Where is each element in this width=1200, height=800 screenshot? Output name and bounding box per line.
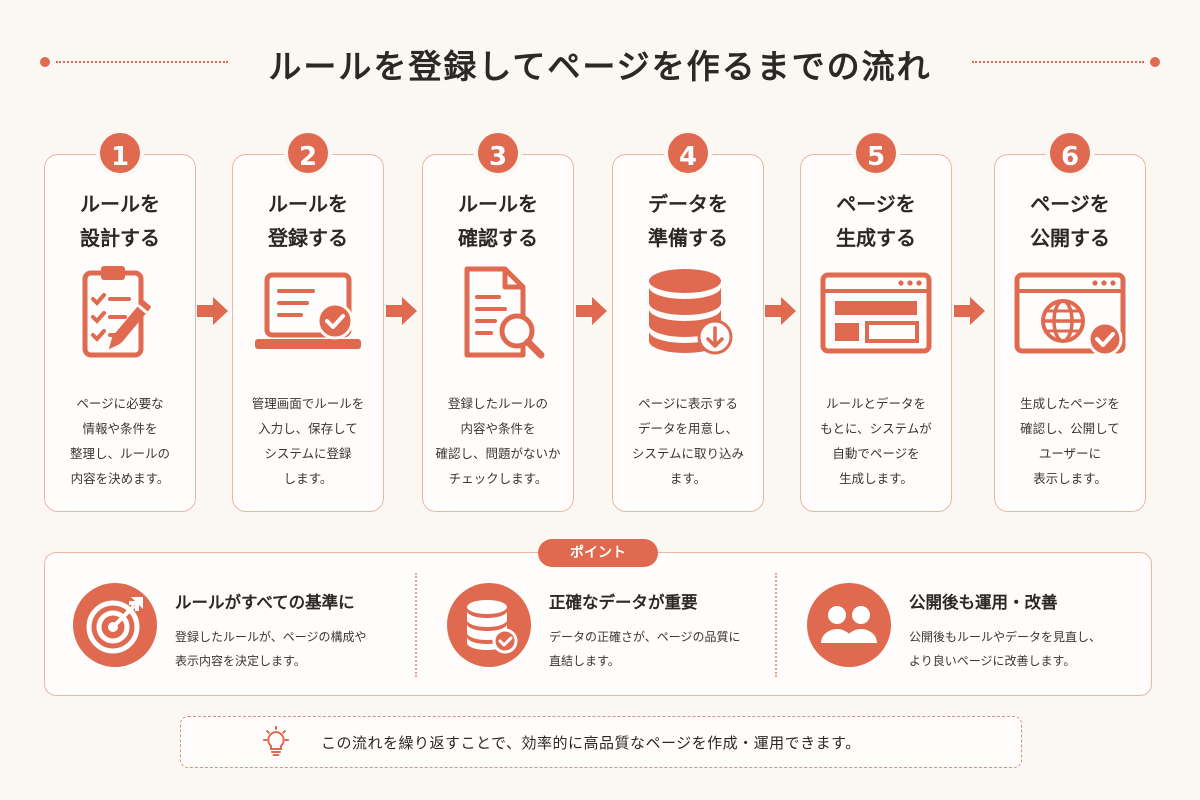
database-check-icon	[447, 583, 531, 667]
step-description: 生成したページを確認し、公開して ユーザーに表示します。	[1020, 396, 1120, 486]
footer-text: この流れを繰り返すことで、効率的に高品質なページを作成・運用できます。	[321, 734, 861, 752]
browser-layout-icon	[817, 263, 935, 363]
point-description: 登録したルールが、ページの構成や表示内容を決定します。	[175, 630, 367, 668]
step-description: ページに必要な情報や条件を 整理し、ルールの内容を決めます。	[69, 396, 170, 486]
document-search-icon	[439, 263, 557, 363]
laptop-check-icon	[249, 263, 367, 363]
point-description: 公開後もルールやデータを見直し、より良いページに改善します。	[909, 630, 1102, 668]
step-title: ページを生成する	[836, 192, 916, 250]
step-description: 管理画面でルールを入力し、保存して システムに登録します。	[251, 396, 365, 486]
title-row: ルールを登録してページを作るまでの流れ	[40, 36, 1160, 88]
step-number: 6	[1046, 129, 1094, 177]
title-dash-right	[972, 61, 1144, 63]
arrow-right-icon	[765, 296, 797, 326]
step-number: 2	[284, 129, 332, 177]
target-icon	[73, 583, 157, 667]
arrow-right-icon	[386, 296, 418, 326]
point-item-1: ルールがすべての基準に 登録したルールが、ページの構成や表示内容を決定します。	[73, 579, 413, 675]
database-download-icon	[629, 263, 747, 363]
step-description: ページに表示するデータを用意し、 システムに取り込みます。	[631, 396, 745, 486]
point-item-2: 正確なデータが重要 データの正確さが、ページの品質に直結します。	[447, 579, 787, 675]
step-card-6: 6 ページを公開する 生成したページを確認し、公開して ユーザーに表示します。	[994, 129, 1146, 512]
arrow-right-icon	[954, 296, 986, 326]
title-dot-right	[1150, 57, 1160, 67]
divider	[415, 573, 417, 677]
step-number: 4	[664, 129, 712, 177]
step-title: ルールを確認する	[458, 192, 538, 250]
points-panel: ポイント ルールがすべての基準に 登録したルールが、ページの構成や表示内容を決定…	[44, 539, 1152, 696]
point-title: 公開後も運用・改善	[909, 593, 1058, 612]
page-title: ルールを登録してページを作るまでの流れ	[268, 47, 932, 86]
point-item-3: 公開後も運用・改善 公開後もルールやデータを見直し、より良いページに改善します。	[807, 579, 1137, 675]
step-number: 3	[474, 129, 522, 177]
point-title: ルールがすべての基準に	[175, 593, 355, 612]
footer-note: この流れを繰り返すことで、効率的に高品質なページを作成・運用できます。	[180, 716, 1022, 768]
arrow-right-icon	[576, 296, 608, 326]
points-label: ポイント	[538, 539, 658, 567]
step-title: データを準備する	[648, 192, 728, 250]
browser-globe-check-icon	[1011, 263, 1129, 363]
divider	[775, 573, 777, 677]
step-card-1: 1 ルールを設計する ページに必要な情報や条件を 整理し、ルールの内容を決めます…	[44, 129, 196, 512]
point-title: 正確なデータが重要	[549, 593, 698, 612]
step-number: 1	[96, 129, 144, 177]
step-card-5: 5 ページを生成する ルールとデータをもとに、システムが 自動でページを生成しま…	[800, 129, 952, 512]
step-title: ページを公開する	[1030, 192, 1110, 250]
step-card-2: 2 ルールを登録する 管理画面でルールを入力し、保存して システムに登録します。	[232, 129, 384, 512]
point-description: データの正確さが、ページの品質に直結します。	[549, 630, 741, 668]
step-card-4: 4 データを準備する ページに表示するデータを用意し、 システムに取り込みます。	[612, 129, 764, 512]
title-dash-left	[56, 61, 228, 63]
step-title: ルールを登録する	[268, 192, 348, 250]
step-description: 登録したルールの内容や条件を 確認し、問題がないかチェックします。	[435, 396, 561, 486]
step-description: ルールとデータをもとに、システムが 自動でページを生成します。	[820, 396, 932, 486]
title-dot-left	[40, 57, 50, 67]
step-card-3: 3 ルールを確認する 登録したルールの内容や条件を 確認し、問題がないかチェック…	[422, 129, 574, 512]
clipboard-pencil-icon	[61, 263, 179, 363]
lightbulb-icon	[261, 725, 291, 758]
step-title: ルールを設計する	[80, 192, 160, 250]
users-icon	[807, 583, 891, 667]
arrow-right-icon	[197, 296, 229, 326]
step-number: 5	[852, 129, 900, 177]
